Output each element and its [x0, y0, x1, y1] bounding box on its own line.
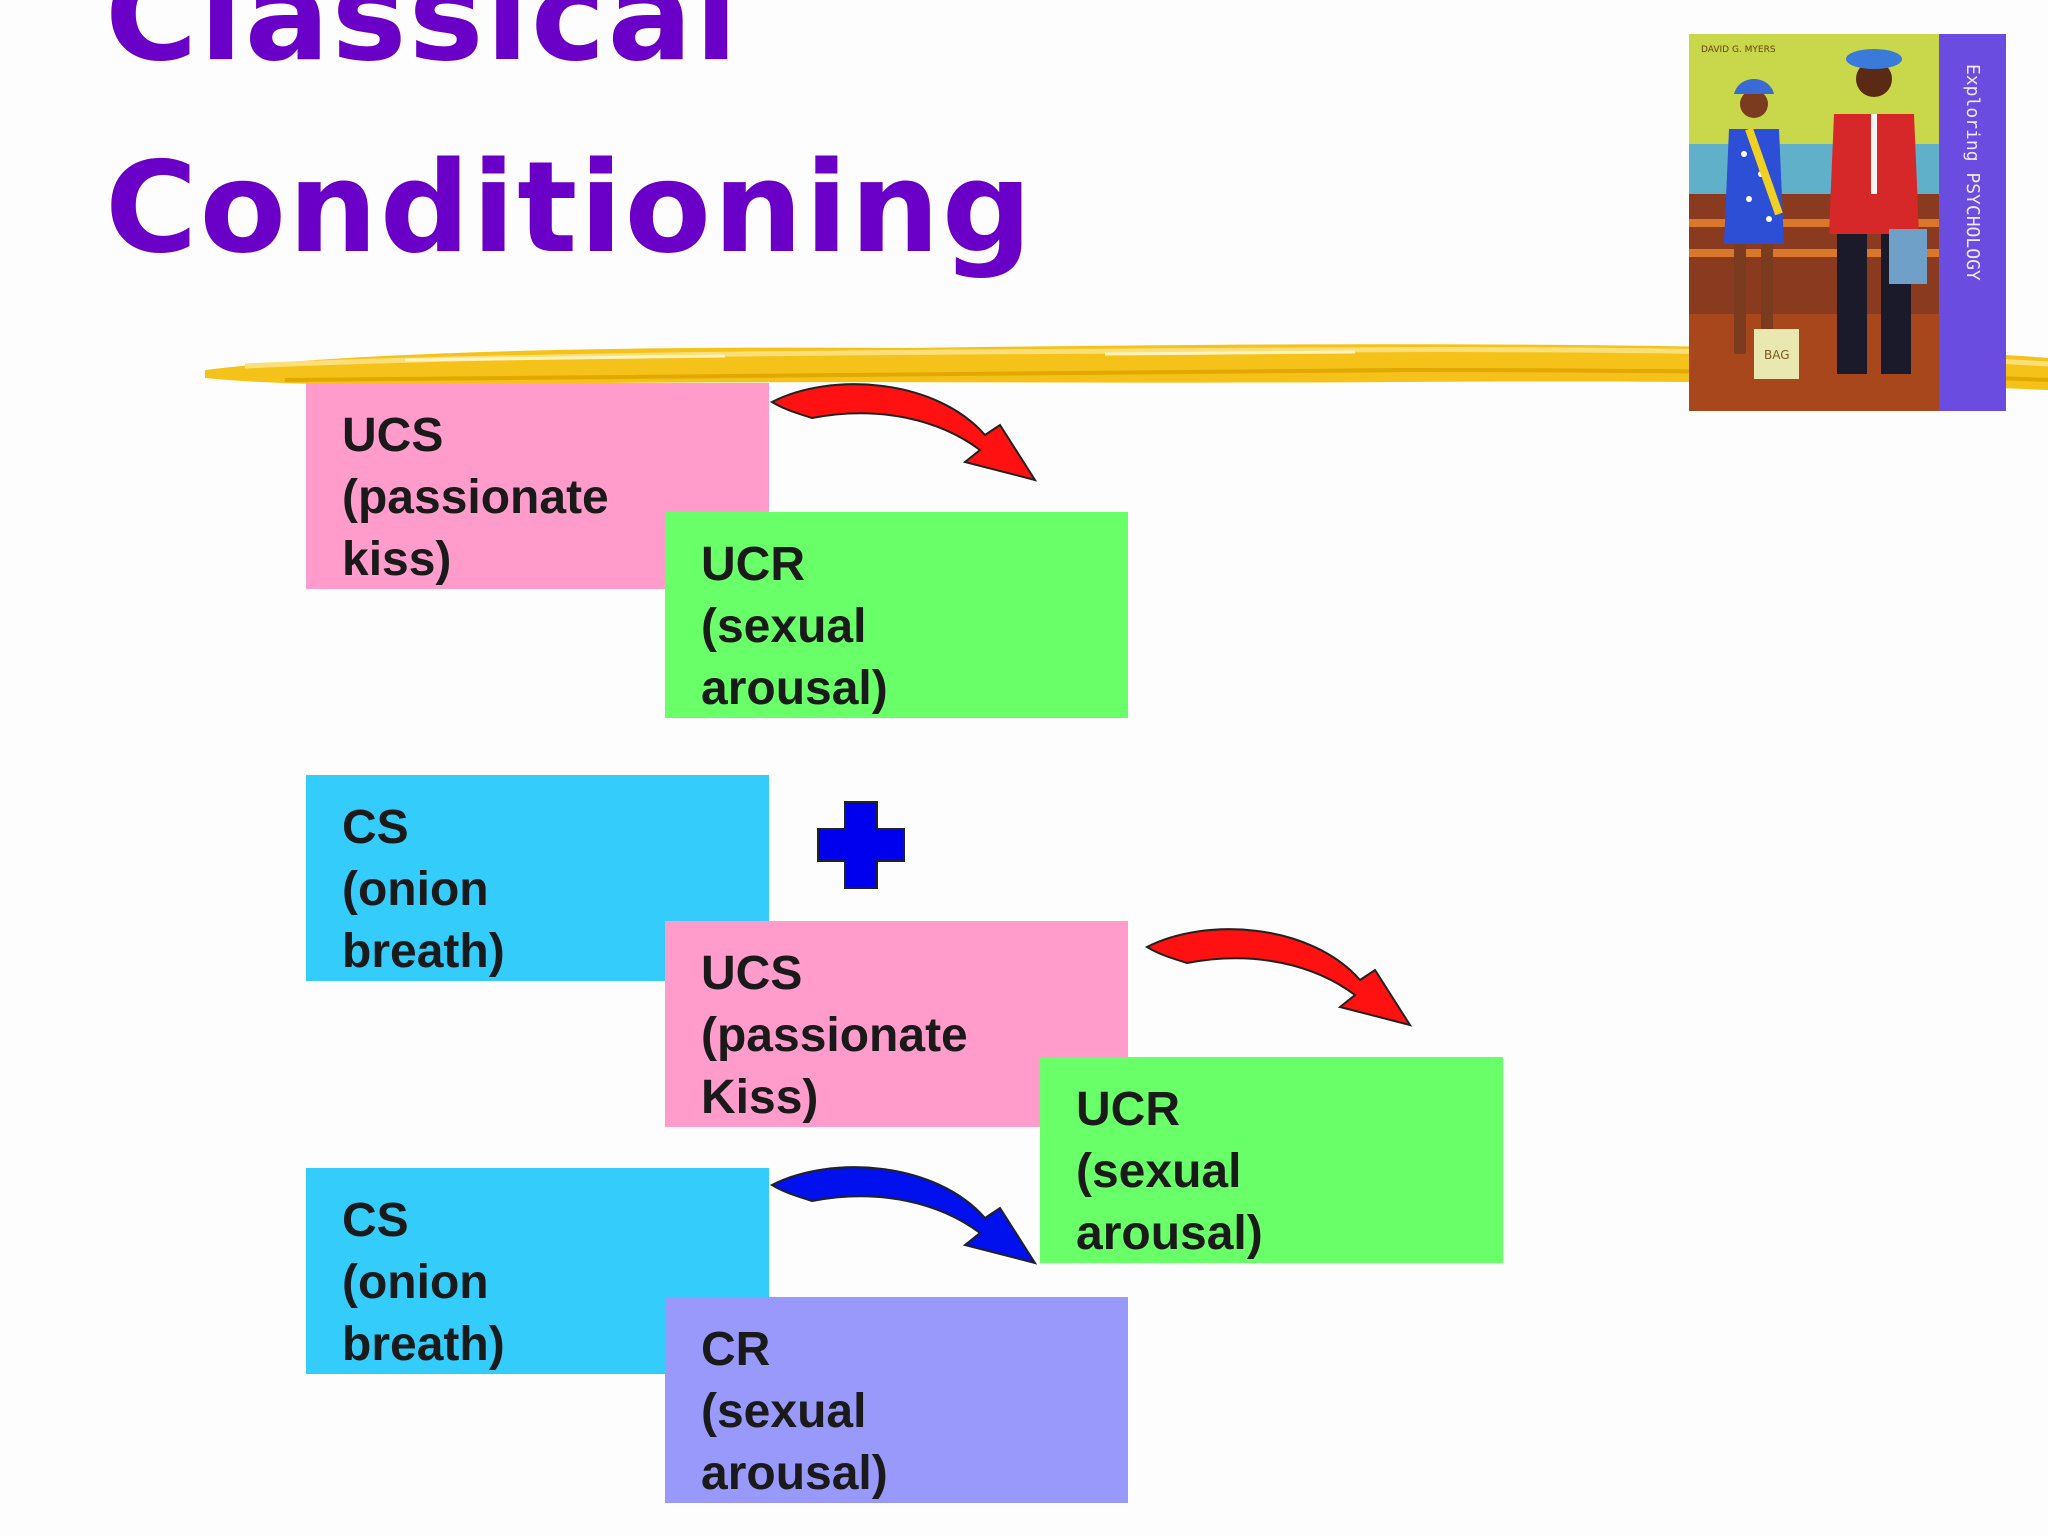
ucs-2-line3: Kiss) [701, 1071, 819, 1124]
cs-1-line2: (onion [342, 863, 489, 916]
curved-arrow-icon [1145, 928, 1413, 1027]
book-cover-illustration: Exploring PSYCHOLOGY DAVID G. MYERS BAG [1689, 34, 2006, 411]
ucr-1-line3: arousal) [701, 662, 888, 715]
cs-2-code: CS [342, 1194, 409, 1247]
curved-arrow-icon [770, 1166, 1038, 1265]
ucs-2-line2: (passionate [701, 1009, 968, 1062]
title-line-1: Classical [105, 0, 740, 89]
slide-title: Classical Conditioning [105, 0, 1034, 304]
ucr-2-code: UCR [1076, 1083, 1180, 1136]
cr-box: CR (sexual arousal) [665, 1297, 1128, 1503]
bag-label: BAG [1764, 348, 1790, 362]
cr-line2: (sexual [701, 1385, 867, 1438]
ucr-2-line3: arousal) [1076, 1207, 1263, 1260]
ucs-2-code: UCS [701, 947, 803, 1000]
ucs-1-code: UCS [342, 409, 444, 462]
ucr-1-line2: (sexual [701, 600, 867, 653]
ucs-1-line3: kiss) [342, 533, 452, 586]
book-cover-image: Exploring PSYCHOLOGY DAVID G. MYERS BAG [1689, 34, 2006, 411]
ucr-box-1: UCR (sexual arousal) [665, 512, 1128, 718]
ucr-box-2: UCR (sexual arousal) [1040, 1057, 1503, 1263]
ucr-1-code: UCR [701, 538, 805, 591]
title-line-2: Conditioning [105, 134, 1034, 281]
ucr-2-line2: (sexual [1076, 1145, 1242, 1198]
plus-icon [817, 801, 905, 889]
book-spine-title: Exploring PSYCHOLOGY [1962, 64, 1983, 281]
curved-arrow-icon [770, 383, 1038, 482]
cr-line3: arousal) [701, 1447, 888, 1500]
ucs-1-line2: (passionate [342, 471, 609, 524]
cs-2-line3: breath) [342, 1318, 505, 1371]
cs-1-line3: breath) [342, 925, 505, 978]
cs-2-line2: (onion [342, 1256, 489, 1309]
cr-code: CR [701, 1323, 771, 1376]
cs-1-code: CS [342, 801, 409, 854]
book-author: DAVID G. MYERS [1701, 45, 1776, 55]
